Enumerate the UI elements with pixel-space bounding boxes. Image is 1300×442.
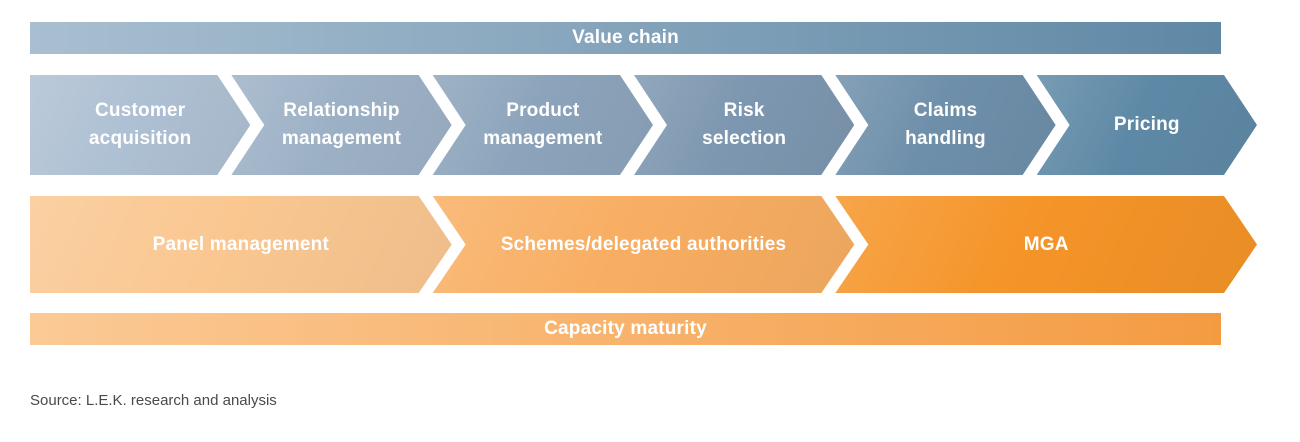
step-label: Pricing bbox=[1114, 111, 1180, 139]
step-label: Product management bbox=[483, 97, 602, 153]
maturity-label: MGA bbox=[1024, 231, 1069, 259]
step-label: Customer acquisition bbox=[89, 97, 192, 153]
value-chain-steps-row: Customer acquisition Relationship manage… bbox=[30, 75, 1257, 175]
step-label-line: Relationship bbox=[283, 100, 400, 121]
capacity-maturity-bar: Capacity maturity bbox=[30, 313, 1221, 345]
step-product-management: Product management bbox=[433, 75, 653, 175]
maturity-mga: MGA bbox=[835, 196, 1257, 293]
step-claims-handling: Claims handling bbox=[835, 75, 1055, 175]
step-pricing: Pricing bbox=[1037, 75, 1257, 175]
step-label-line: handling bbox=[905, 128, 986, 149]
step-label: Claims handling bbox=[905, 97, 986, 153]
step-label-line: Product bbox=[506, 100, 580, 121]
maturity-steps-row: Panel management Schemes/delegated autho… bbox=[30, 196, 1257, 293]
capacity-maturity-title: Capacity maturity bbox=[544, 318, 707, 339]
maturity-label: Schemes/delegated authorities bbox=[501, 231, 787, 259]
step-label-line: Pricing bbox=[1113, 114, 1180, 135]
step-label-line: Claims bbox=[913, 100, 978, 121]
value-chain-title: Value chain bbox=[572, 27, 679, 48]
step-label: Relationship management bbox=[282, 97, 401, 153]
step-label-line: management bbox=[483, 128, 603, 149]
step-customer-acquisition: Customer acquisition bbox=[30, 75, 250, 175]
maturity-label: Panel management bbox=[153, 231, 329, 259]
diagram-content: Value chain Customer acquisition Relatio… bbox=[30, 0, 1257, 345]
step-label-line: Risk bbox=[723, 100, 765, 121]
source-note: Source: L.E.K. research and analysis bbox=[30, 392, 277, 409]
step-relationship-management: Relationship management bbox=[231, 75, 451, 175]
step-label-line: acquisition bbox=[88, 128, 192, 149]
maturity-schemes-delegated-authorities: Schemes/delegated authorities bbox=[433, 196, 855, 293]
step-label-line: management bbox=[281, 128, 402, 149]
maturity-panel-management: Panel management bbox=[30, 196, 452, 293]
maturity-label-line: Schemes/delegated authorities bbox=[500, 233, 787, 255]
step-label-line: selection bbox=[702, 128, 787, 149]
maturity-label-line: MGA bbox=[1023, 233, 1069, 255]
maturity-label-line: Panel management bbox=[152, 233, 330, 255]
value-chain-header-bar: Value chain bbox=[30, 22, 1221, 54]
step-label-line: Customer bbox=[95, 100, 186, 121]
step-risk-selection: Risk selection bbox=[634, 75, 854, 175]
step-label: Risk selection bbox=[702, 97, 786, 153]
